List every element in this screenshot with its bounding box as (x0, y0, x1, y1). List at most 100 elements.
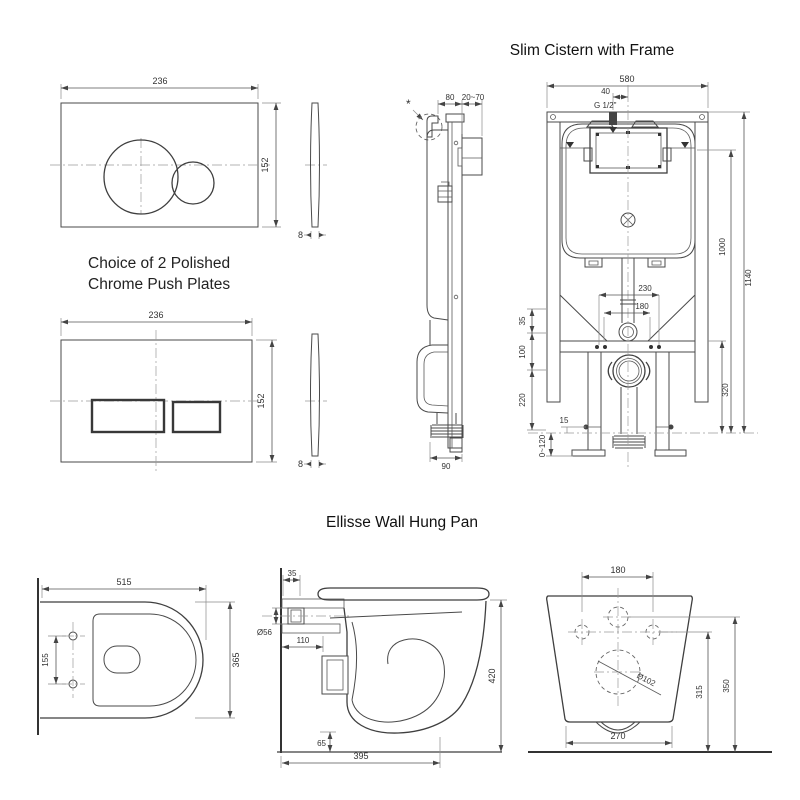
bowl-inner-section-lines (329, 611, 463, 723)
flush-button-large (90, 398, 166, 434)
thickness-arrows (306, 461, 324, 467)
bowl-outer-shell (343, 600, 487, 734)
mount-section-bottom-hatched (281, 623, 341, 634)
outlet-spigot-bore (326, 659, 344, 691)
access-panel-outer (589, 127, 668, 174)
plate-side-profile (310, 333, 320, 457)
flush-button-small (171, 161, 215, 205)
dim-thickness-label: 8 (298, 459, 303, 469)
dim-hinge-label: 155 (41, 653, 50, 667)
outlet-dia-label: Ø102 (635, 671, 657, 688)
tank-profile (426, 129, 449, 321)
level-marker-triangles (566, 142, 689, 148)
pan-side-section: 35 Ø56 110 420 65 395 (257, 568, 507, 768)
plates-caption-line1: Choice of 2 Polished (88, 255, 230, 272)
dim-220-label: 220 (518, 393, 527, 407)
outlet-ribbed-coupling (612, 435, 646, 449)
dim-height-label: 420 (487, 668, 497, 683)
dim-1140-label: 1140 (744, 269, 753, 287)
top-extension-lines (437, 100, 483, 136)
outlet-leader-line (597, 660, 662, 696)
pan-top-view: 515 365 155 (37, 577, 241, 735)
dim-depth-label: 515 (116, 577, 131, 587)
crossbar-bolts (595, 345, 661, 349)
cistern-tank-inner-line (565, 127, 692, 255)
dim-width-label: 236 (152, 76, 167, 86)
right-extension-lines (697, 111, 750, 342)
pan-rear-view: Ø102 180 315 350 270 (528, 565, 772, 753)
pan-rear-outline (546, 595, 693, 723)
cistern-tank-outline (561, 123, 696, 259)
dim-35-label: 35 (288, 569, 297, 578)
outlet-connector-inner (618, 360, 640, 382)
flush-button-large (103, 139, 179, 215)
dim-15-label: 15 (560, 416, 569, 425)
outlet-pipe-stub (436, 413, 457, 424)
crossbar (560, 340, 695, 353)
dim-110-label: 110 (297, 636, 310, 645)
dim-inlet-label: Ø56 (257, 628, 273, 637)
inlet-thread-label: G 1/2" (594, 101, 617, 110)
right-extension-lines (628, 616, 740, 633)
tank-lower-taper (429, 320, 449, 345)
push-plate-square-drawing: 236 152 8 (50, 310, 327, 472)
dim-outlet-label: 90 (442, 462, 451, 471)
mount-section-top-hatched (281, 598, 345, 609)
access-panel-inner (595, 132, 662, 169)
width-extension-lines (195, 601, 235, 719)
d35-extension-lines (282, 575, 301, 596)
plates-caption-line2: Chrome Push Plates (88, 276, 230, 293)
rail-hole-bottom (453, 294, 459, 300)
frame-left-rail (546, 121, 561, 403)
hinge-hole-centerlines (62, 622, 85, 698)
width-extension-lines (60, 318, 253, 336)
footnote-star: * (406, 97, 411, 111)
plate-side-profile (310, 102, 320, 228)
flush-button-small (171, 400, 222, 434)
frame-top-rail (546, 111, 709, 123)
outlet-connector-mid (616, 358, 642, 384)
wall-bracket (426, 115, 439, 138)
hinge-extension-lines (48, 635, 66, 685)
tank-bottom-tabs (584, 257, 666, 268)
tank-lug-right (662, 147, 672, 162)
dim-35-label: 35 (518, 316, 527, 325)
dim-height-label: 152 (256, 393, 266, 408)
dim-width-label: 236 (148, 310, 163, 320)
water-inlet-fitting (609, 112, 617, 125)
valve-detail-lines (438, 181, 452, 198)
dim-230-label: 230 (638, 284, 652, 293)
plate-centerlines (50, 138, 327, 214)
dim-offset-label: 40 (601, 87, 610, 96)
dim-350-label: 350 (722, 679, 731, 693)
pan-outline (40, 601, 204, 719)
c180-extension-lines (603, 317, 651, 340)
left-foot-plate (571, 449, 606, 457)
dim-depth-label: 80 (446, 93, 455, 102)
push-plate-recess-hatched (461, 137, 483, 176)
outlet-ribbed-coupling (430, 424, 464, 438)
seat-lid-profile (317, 587, 490, 601)
seat-rim (92, 613, 197, 707)
leg-bolt-right (668, 424, 674, 430)
dim-depth-label: 395 (353, 751, 368, 761)
dim-180-label: 180 (635, 302, 649, 311)
diagonal-braces (559, 294, 696, 342)
frame-foot (449, 437, 463, 453)
dim-180-label: 180 (610, 565, 625, 575)
dim-height-label: 152 (260, 157, 270, 172)
bracket-swing-arc (415, 113, 443, 141)
dim-270-label: 270 (610, 731, 625, 741)
dim-range-label: 20~70 (462, 93, 485, 102)
dim-width-label: 580 (619, 74, 634, 84)
tank-lug-left (583, 147, 593, 162)
c180-extension-lines (581, 572, 654, 612)
hole-centerlines (568, 588, 677, 708)
outlet-spigot-hatched (321, 655, 349, 695)
outlet-pipe (620, 387, 638, 434)
cistern-front-view: 580 40 G 1/2" 230 180 35 100 220 15 0~12… (518, 74, 758, 470)
flush-pipe (620, 258, 636, 323)
left-chain-extension-lines (527, 308, 546, 431)
inlet-valve-box (437, 185, 453, 203)
